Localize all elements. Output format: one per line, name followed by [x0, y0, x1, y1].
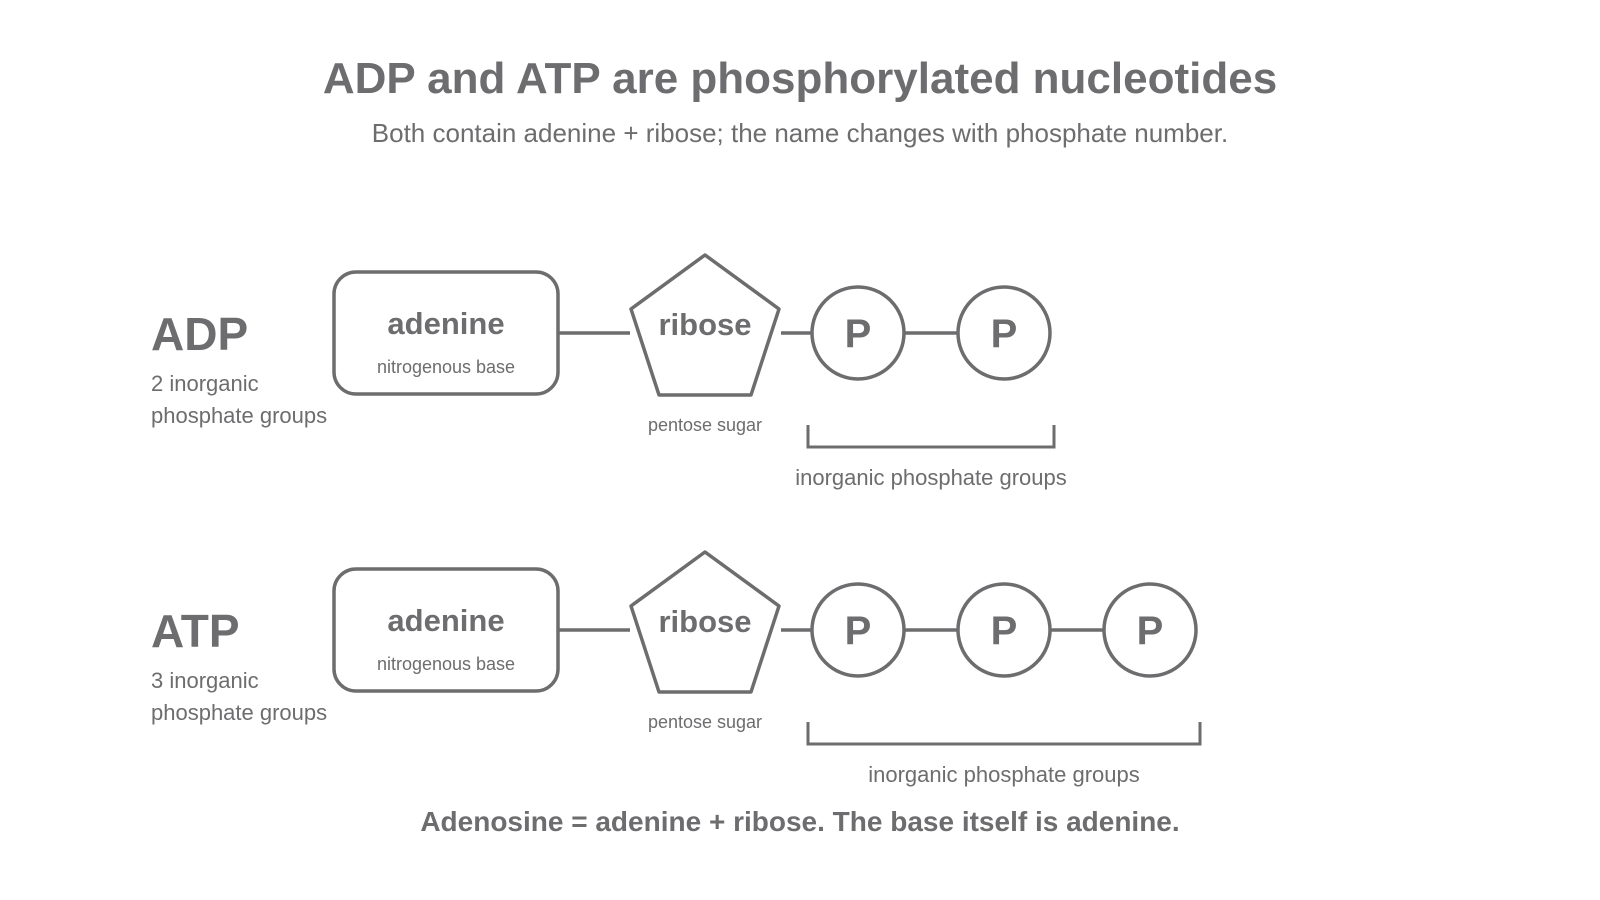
footer-note: Adenosine = adenine + ribose. The base i… [420, 806, 1179, 837]
adenine-description: nitrogenous base [377, 357, 515, 377]
nucleotide-rows: ADP 2 inorganic phosphate groups adenine nit… [151, 253, 1202, 787]
page-subtitle: Both contain adenine + ribose; the name … [372, 118, 1228, 148]
adenine-label: adenine [387, 603, 504, 638]
ribose-label: ribose [658, 604, 751, 639]
molecule-description: 3 inorganic [151, 668, 259, 693]
phosphate-circle [1102, 582, 1198, 678]
phosphate-label: P [991, 609, 1018, 653]
ribose-pentagon [629, 550, 781, 694]
adenine-label: adenine [387, 306, 504, 341]
phosphate-circle [956, 285, 1052, 381]
ribose-label: ribose [658, 307, 751, 342]
phosphate-label: P [845, 312, 872, 356]
molecule-description: 2 inorganic [151, 371, 259, 396]
phosphate-group-label: inorganic phosphate groups [795, 465, 1067, 490]
molecule-description: phosphate groups [151, 700, 327, 725]
molecule-description: phosphate groups [151, 403, 327, 428]
page-title: ADP and ATP are phosphorylated nucleotid… [323, 54, 1277, 103]
molecule-label: ADP [151, 308, 248, 360]
row-atp: ATP 3 inorganic phosphate groups adenine nit… [151, 550, 1202, 787]
ribose-description: pentose sugar [648, 415, 762, 435]
phosphate-bracket [806, 722, 1202, 746]
adenine-description: nitrogenous base [377, 654, 515, 674]
ribose-pentagon [629, 253, 781, 397]
row-adp: ADP 2 inorganic phosphate groups adenine nit… [151, 253, 1067, 490]
ribose-description: pentose sugar [648, 712, 762, 732]
phosphate-group-label: inorganic phosphate groups [868, 762, 1140, 787]
phosphate-label: P [991, 312, 1018, 356]
phosphate-label: P [845, 609, 872, 653]
molecule-label: ATP [151, 605, 240, 657]
phosphate-label: P [1137, 609, 1164, 653]
phosphate-bracket [806, 425, 1056, 449]
